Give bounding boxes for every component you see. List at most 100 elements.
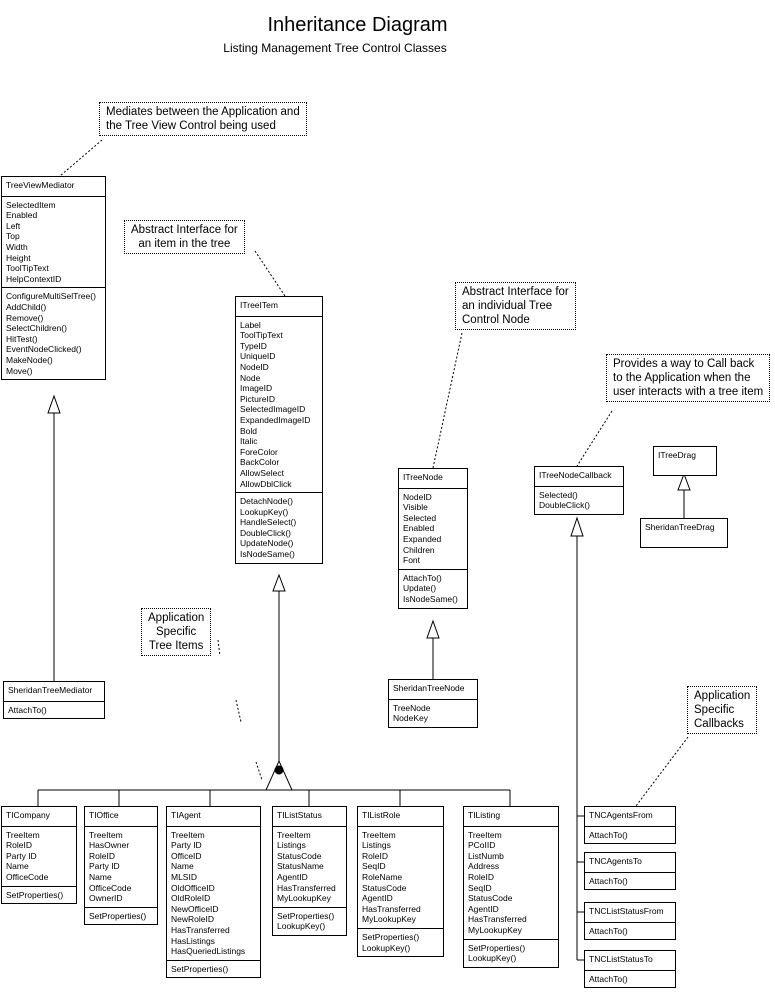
class-attribute: Enabled <box>403 523 435 534</box>
class-name: TIListing <box>464 807 558 827</box>
class-method: DetachNode() <box>240 496 293 507</box>
class-attribute: AllowDblClick <box>240 478 292 489</box>
class-name: ITreeITem <box>236 297 322 317</box>
class-method: ConfigureMultiSelTree() <box>6 291 96 302</box>
class-attribute: ImageID <box>240 383 273 394</box>
class-name: TreeViewMediator <box>2 177 105 197</box>
note-app-callbacks: Application Specific Callbacks <box>687 686 758 734</box>
class-attribute: Node <box>240 372 261 383</box>
class-attribute: StatusCode <box>468 893 513 904</box>
class-method: DoubleClick() <box>240 527 292 538</box>
class-attribute: ToolTipText <box>6 263 49 274</box>
class-method: SetProperties() <box>362 931 420 942</box>
class-attribute: AllowSelect <box>240 467 284 478</box>
class-method: SetProperties() <box>89 910 147 921</box>
class-attribute: Party ID <box>171 840 202 851</box>
class-name: SheridanTreeMediator <box>4 682 104 702</box>
class-methods: AttachTo() <box>585 923 675 940</box>
note-itreenode: Abstract Interface for an individual Tre… <box>455 282 576 330</box>
class-attribute: Children <box>403 544 435 555</box>
class-attribute: HasListings <box>171 935 215 946</box>
class-attribute: MLSID <box>171 871 197 882</box>
class-attribute: OfficeCode <box>6 871 49 882</box>
class-attribute: TreeItem <box>6 829 40 840</box>
class-attribute: StatusCode <box>362 882 407 893</box>
class-attribute: Expanded <box>403 533 442 544</box>
class-attribute: Visible <box>403 502 428 513</box>
class-method: IsNodeSame() <box>240 549 295 560</box>
class-attribute: StatusCode <box>277 850 322 861</box>
class-name: TNCAgentsFrom <box>585 807 675 827</box>
class-method: SetProperties() <box>468 942 526 953</box>
class-name: TIListStatus <box>273 807 346 827</box>
class-method: SetProperties() <box>6 889 64 900</box>
class-method: HitTest() <box>6 333 38 344</box>
class-attribute: OwnerID <box>89 893 123 904</box>
class-method: AttachTo() <box>589 875 628 886</box>
class-methods: SetProperties()LookupKey() <box>464 938 558 967</box>
class-attribute: Height <box>6 252 31 263</box>
class-attribute: Listings <box>362 840 391 851</box>
class-SheridanTreeDrag: SheridanTreeDrag <box>640 518 728 548</box>
class-method: AddChild() <box>6 301 47 312</box>
class-method: IsNodeSame() <box>403 593 458 604</box>
class-attribute: TreeItem <box>277 829 311 840</box>
class-attribute: Name <box>6 861 29 872</box>
class-attribute: UniqueID <box>240 351 276 362</box>
class-method: UpdateNode() <box>240 538 294 549</box>
class-method: SetProperties() <box>171 963 229 974</box>
class-attribute: Name <box>171 861 194 872</box>
class-attribute: Party ID <box>89 861 120 872</box>
class-methods: AttachTo() <box>585 971 675 988</box>
class-attribute: ListNumb <box>468 850 504 861</box>
class-attribute: Party ID <box>6 850 37 861</box>
class-attribute: BackColor <box>240 457 280 468</box>
class-name: SheridanTreeDrag <box>645 522 715 532</box>
class-attribute: Address <box>468 861 500 872</box>
class-attribute: HasQueriedListings <box>171 946 246 957</box>
class-attribute: NodeID <box>403 491 432 502</box>
class-attribute: AgentID <box>468 903 499 914</box>
class-name: TIAgent <box>167 807 260 827</box>
class-attribute: NodeKey <box>393 713 428 724</box>
class-name: TNCListStatusFrom <box>585 903 675 923</box>
class-attribute: PictureID <box>240 393 275 404</box>
class-method: Selected() <box>539 489 578 500</box>
class-attribute: TreeItem <box>362 829 396 840</box>
class-methods: SetProperties()LookupKey() <box>358 927 443 956</box>
class-method: MakeNode() <box>6 354 53 365</box>
class-attribute: NewOfficeID <box>171 903 219 914</box>
class-attribute: RoleID <box>468 871 494 882</box>
class-attribute: PCoIID <box>468 840 496 851</box>
class-attribute: AgentID <box>277 871 308 882</box>
class-methods: ConfigureMultiSelTree()AddChild()Remove(… <box>2 287 105 379</box>
class-attribute: HasTransferred <box>277 882 336 893</box>
class-methods: Selected()DoubleClick() <box>535 487 623 514</box>
class-name: ITreeDrag <box>658 450 696 460</box>
class-attribute: Name <box>89 871 112 882</box>
class-attribute: ToolTipText <box>240 330 283 341</box>
class-methods: SetProperties() <box>2 885 76 904</box>
class-attribute: Listings <box>277 840 306 851</box>
class-attribute: Left <box>6 220 21 231</box>
class-method: EventNodeClicked() <box>6 344 82 355</box>
class-name: TIOffice <box>85 807 157 827</box>
class-attribute: OldOfficeID <box>171 882 215 893</box>
class-attribute: SeqID <box>468 882 492 893</box>
class-attribute: HasTransferred <box>171 924 230 935</box>
class-attribute: SeqID <box>362 861 386 872</box>
class-name: ITreeNode <box>399 469 467 489</box>
class-method: AttachTo() <box>403 572 442 583</box>
class-attribute: Width <box>6 241 28 252</box>
class-name: TNCListStatusTo <box>585 951 675 971</box>
